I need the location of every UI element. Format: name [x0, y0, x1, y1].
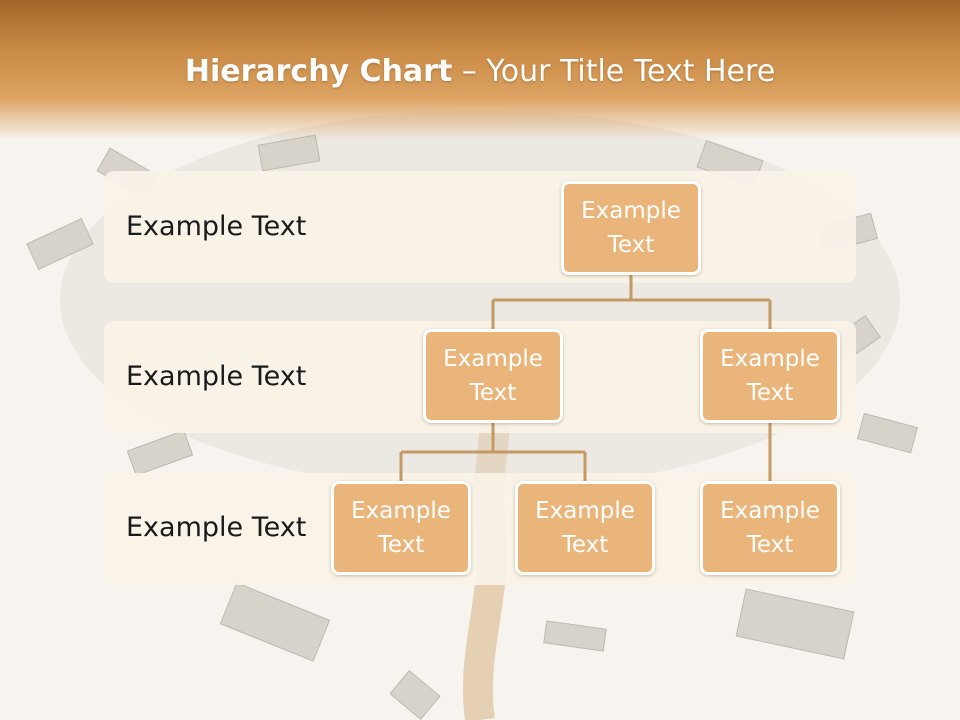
node-level2-right[interactable]: Example Text: [700, 329, 840, 423]
node-level3-a[interactable]: Example Text: [331, 481, 471, 575]
slide-title: Hierarchy Chart – Your Title Text Here: [0, 54, 960, 89]
level-label-2: Example Text: [126, 361, 307, 392]
node-level3-b[interactable]: Example Text: [515, 481, 655, 575]
title-bold: Hierarchy Chart: [184, 54, 453, 89]
node-level3-c[interactable]: Example Text: [700, 481, 840, 575]
header-band: [0, 0, 960, 140]
level-label-3: Example Text: [126, 512, 307, 543]
level-band-1: [104, 171, 856, 283]
level-label-1: Example Text: [126, 211, 307, 242]
node-root[interactable]: Example Text: [561, 181, 701, 275]
title-rest: – Your Title Text Here: [452, 54, 776, 89]
node-level2-left[interactable]: Example Text: [423, 329, 563, 423]
